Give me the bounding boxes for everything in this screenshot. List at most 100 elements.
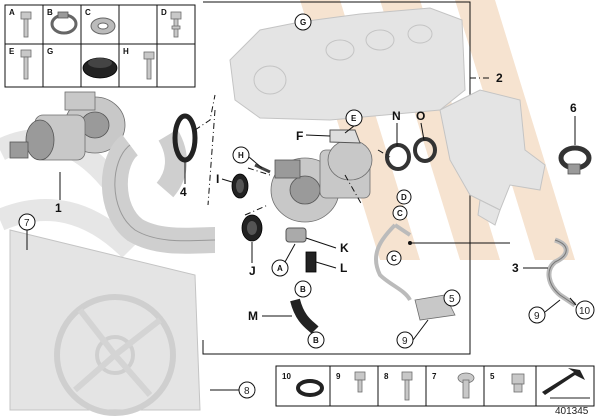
callout-circle-c2 bbox=[386, 250, 402, 266]
callout-circle-g bbox=[294, 13, 312, 31]
gasket-e bbox=[329, 129, 361, 144]
gasket-k bbox=[285, 227, 307, 243]
cylinder-head-cover-ghost bbox=[229, 7, 466, 121]
leader-line bbox=[207, 109, 216, 206]
bolt-8-icon bbox=[401, 371, 413, 401]
callout-4: 4 bbox=[180, 185, 187, 199]
callout-l: L bbox=[340, 261, 347, 275]
callout-e: E bbox=[351, 114, 357, 123]
leader-line bbox=[315, 261, 337, 269]
callout-g: G bbox=[300, 18, 306, 27]
legend-letter-h: H bbox=[123, 47, 129, 56]
leader-line bbox=[244, 204, 269, 216]
callout-b1: B bbox=[300, 285, 306, 294]
sealing-ring-i bbox=[231, 173, 249, 199]
leader-line bbox=[194, 94, 216, 131]
gasket-n bbox=[385, 143, 411, 171]
legend-letter-b: B bbox=[47, 8, 53, 17]
turbocharger-part-1 bbox=[9, 91, 126, 161]
legend-letter-g: G bbox=[47, 47, 53, 56]
leader-line bbox=[305, 237, 337, 249]
bolt-a-icon bbox=[20, 11, 32, 38]
turbocharger-center bbox=[270, 139, 373, 223]
leader-dot bbox=[408, 241, 412, 245]
callout-circle-c1 bbox=[392, 205, 408, 221]
callout-1: 1 bbox=[55, 201, 62, 215]
callout-j: J bbox=[249, 264, 256, 278]
callout-9b: 9 bbox=[534, 311, 540, 322]
leader-line bbox=[420, 122, 425, 141]
callout-5: 5 bbox=[449, 294, 455, 305]
banjo-bolt-d-icon bbox=[170, 11, 182, 38]
fan-shroud-ghost bbox=[9, 229, 201, 416]
leader-line bbox=[284, 243, 296, 263]
legend-box-small-parts: A B C D E G H bbox=[4, 4, 196, 88]
sealing-ring-j bbox=[241, 214, 263, 242]
legend-letter-c: C bbox=[85, 8, 91, 17]
charge-air-pipe bbox=[101, 129, 216, 254]
callout-a: A bbox=[277, 264, 283, 273]
oil-return-pipe-part-3 bbox=[546, 237, 577, 308]
legend-letter-d: D bbox=[161, 8, 167, 17]
gasket-o bbox=[413, 137, 437, 163]
callout-i: I bbox=[216, 172, 219, 186]
bolt-9-icon bbox=[354, 371, 366, 393]
leader-line bbox=[569, 297, 577, 306]
legend-num-9: 9 bbox=[336, 372, 341, 381]
leader-line bbox=[412, 319, 429, 341]
legend-num-7: 7 bbox=[432, 372, 437, 381]
callout-10: 10 bbox=[579, 306, 591, 317]
callout-c2: C bbox=[391, 254, 397, 263]
hose-clamp-b-icon bbox=[50, 11, 78, 35]
hose-m bbox=[290, 298, 319, 334]
diagram-id: 401345 bbox=[555, 406, 589, 417]
catalytic-converter-ghost bbox=[439, 89, 546, 226]
callout-7: 7 bbox=[24, 218, 30, 229]
v-band-clamp-part-6 bbox=[558, 145, 592, 175]
callout-circle-5 bbox=[443, 289, 461, 307]
callout-9a: 9 bbox=[402, 336, 408, 347]
rubber-cap-g-icon bbox=[82, 57, 118, 79]
callout-circle-a bbox=[271, 259, 289, 277]
callout-circle-10 bbox=[575, 300, 595, 320]
legend-box-hardware: 10 9 8 7 5 bbox=[275, 365, 595, 407]
callout-2: 2 bbox=[496, 71, 503, 85]
legend-num-8: 8 bbox=[384, 372, 389, 381]
oil-line bbox=[374, 223, 412, 302]
leader-line bbox=[247, 167, 271, 176]
callout-circle-d bbox=[396, 189, 412, 205]
legend-num-10: 10 bbox=[282, 372, 291, 381]
callout-b2: B bbox=[313, 336, 319, 345]
callout-f: F bbox=[296, 129, 303, 143]
leader-line bbox=[305, 134, 331, 137]
callout-3: 3 bbox=[512, 261, 519, 275]
callout-c1: C bbox=[397, 209, 403, 218]
legend-letter-a: A bbox=[9, 8, 15, 17]
leader-line bbox=[344, 125, 355, 134]
callout-d: D bbox=[401, 193, 407, 202]
leader-line bbox=[544, 299, 561, 313]
legend-num-5: 5 bbox=[490, 372, 495, 381]
arrow-icon bbox=[542, 368, 590, 399]
leader-line bbox=[248, 156, 263, 169]
callout-k: K bbox=[340, 241, 349, 255]
clamp-h bbox=[254, 163, 271, 174]
leader-line bbox=[344, 174, 363, 206]
callout-8: 8 bbox=[244, 386, 250, 397]
stud-e-icon bbox=[20, 49, 32, 80]
callout-o: O bbox=[416, 109, 425, 123]
legend-letter-e: E bbox=[9, 47, 15, 56]
callout-m: M bbox=[248, 309, 258, 323]
callout-circle-9b bbox=[528, 306, 546, 324]
callout-circle-b1 bbox=[294, 280, 312, 298]
bolt-h-icon bbox=[143, 51, 155, 80]
gasket-10-icon bbox=[296, 379, 324, 397]
sealing-ring-part-4 bbox=[172, 113, 198, 163]
leader-line bbox=[221, 178, 233, 183]
screw-7-icon bbox=[457, 372, 475, 399]
callout-circle-b2 bbox=[307, 331, 325, 349]
leader-line bbox=[377, 149, 391, 158]
callout-n: N bbox=[392, 109, 401, 123]
callout-h: H bbox=[238, 151, 244, 160]
